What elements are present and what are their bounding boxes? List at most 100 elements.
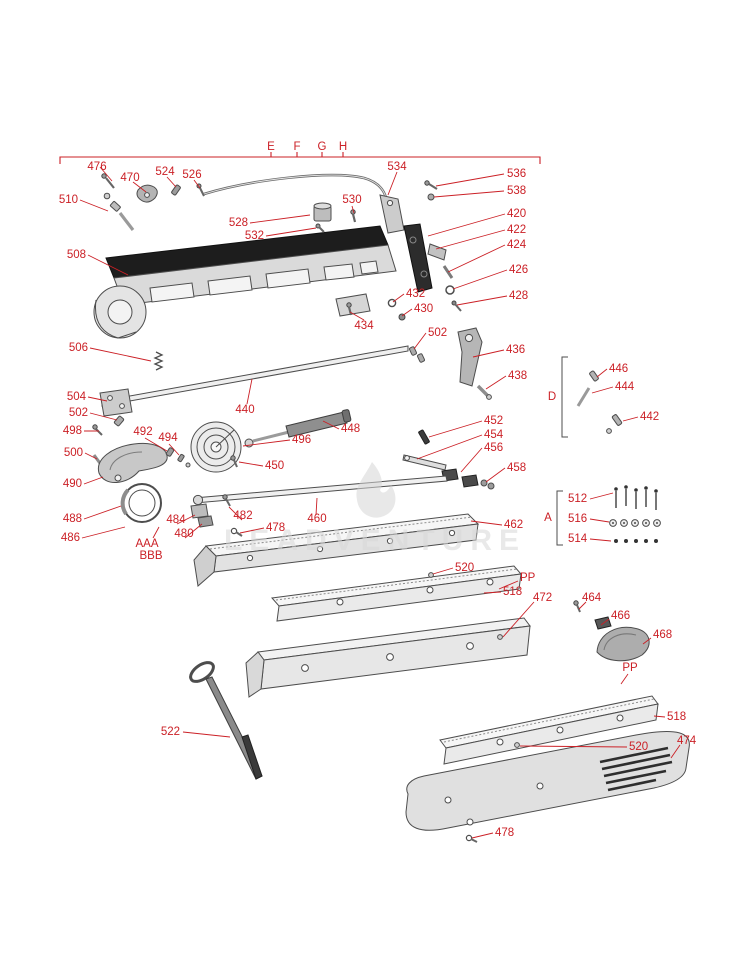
part-434-screw xyxy=(335,293,371,317)
part-502-bushings-right xyxy=(409,346,425,363)
part-476-screw xyxy=(101,173,115,189)
leader-lines xyxy=(79,166,681,839)
group-label-d: D xyxy=(548,391,556,403)
callout-538: 538 xyxy=(507,185,526,197)
part-cable xyxy=(203,173,388,199)
callout-536: 536 xyxy=(507,168,526,180)
callout-440: 440 xyxy=(235,404,254,416)
callout-520-lower: 520 xyxy=(629,741,648,753)
callout-478-lower: 478 xyxy=(495,827,514,839)
callout-484: 484 xyxy=(166,514,186,526)
callout-446: 446 xyxy=(609,363,628,375)
group-a-bracket xyxy=(556,490,563,546)
group-label-a: A xyxy=(544,512,552,524)
section-letter-f: F xyxy=(293,141,300,153)
part-522-tool xyxy=(189,661,263,780)
callout-456: 456 xyxy=(484,442,503,454)
watermark-text: LEADVENTURE xyxy=(224,524,526,557)
part-462-rail xyxy=(193,513,480,587)
callout-510: 510 xyxy=(59,194,78,206)
callout-488: 488 xyxy=(63,513,82,525)
callout-476: 476 xyxy=(87,161,106,173)
callout-470: 470 xyxy=(120,172,139,184)
part-432-washer xyxy=(387,298,397,308)
callout-460: 460 xyxy=(307,513,326,525)
callout-516: 516 xyxy=(568,513,587,525)
callout-490: 490 xyxy=(63,478,82,490)
callout-426: 426 xyxy=(509,264,528,276)
callout-472: 472 xyxy=(533,592,552,604)
callout-528: 528 xyxy=(229,217,248,229)
part-478-screw-upper xyxy=(230,527,243,537)
callout-434: 434 xyxy=(354,320,374,332)
part-422-plate xyxy=(427,243,447,261)
callout-518-lower: 518 xyxy=(667,711,686,723)
callout-450: 450 xyxy=(265,460,284,472)
part-454-link xyxy=(402,454,447,471)
part-426-ring xyxy=(445,285,455,295)
callout-506: 506 xyxy=(69,342,88,354)
watermark-flame-icon xyxy=(356,462,396,518)
part-494-bushing xyxy=(177,453,191,468)
part-456-brackets xyxy=(441,468,479,488)
callout-478-upper: 478 xyxy=(266,522,285,534)
part-498-screw xyxy=(92,424,103,436)
callout-486: 486 xyxy=(61,532,80,544)
part-534-bracket xyxy=(379,194,405,234)
part-428-screw xyxy=(451,300,462,312)
part-464-screw xyxy=(573,600,581,613)
callout-522: 522 xyxy=(161,726,180,738)
part-514-plugs xyxy=(614,539,658,543)
part-506-spring xyxy=(153,351,164,371)
part-438-pin xyxy=(476,384,492,400)
callout-466: 466 xyxy=(611,610,630,622)
callout-518-upper: 518 xyxy=(503,586,522,598)
callout-438: 438 xyxy=(508,370,527,382)
part-450-screw xyxy=(230,455,238,468)
callout-496: 496 xyxy=(292,434,311,446)
callout-432: 432 xyxy=(406,288,425,300)
part-472-panel xyxy=(245,617,531,698)
part-496-pulley xyxy=(190,421,242,473)
part-460-arm xyxy=(192,475,448,506)
callout-498: 498 xyxy=(63,425,82,437)
callout-526: 526 xyxy=(182,169,201,181)
part-538-nut xyxy=(427,193,435,201)
part-444-pin xyxy=(576,387,591,407)
watermark: LEADVENTURE xyxy=(224,462,526,557)
part-502-bushing-left xyxy=(113,415,125,427)
part-436-arm xyxy=(457,327,483,387)
part-492-bushing xyxy=(165,447,175,457)
ref-label-bbb: BBB xyxy=(139,550,162,562)
callout-502-right: 502 xyxy=(428,327,447,339)
callout-422: 422 xyxy=(507,224,526,236)
part-532-screw xyxy=(315,223,325,233)
part-520-screw-upper xyxy=(428,572,434,578)
callout-494: 494 xyxy=(158,432,178,444)
part-518-rail-lower xyxy=(439,695,659,765)
callout-458: 458 xyxy=(507,462,526,474)
callout-482: 482 xyxy=(233,510,252,522)
part-536-screw xyxy=(424,180,438,190)
part-504-bracket xyxy=(99,388,133,417)
part-420-bracket xyxy=(403,223,433,293)
part-452-rollpin xyxy=(418,429,430,445)
part-530-screw xyxy=(350,209,357,223)
part-490-lever xyxy=(97,442,168,483)
callout-492: 492 xyxy=(133,426,152,438)
part-524-spacer xyxy=(171,184,181,196)
callout-464: 464 xyxy=(582,592,602,604)
part-528-cap xyxy=(313,202,332,222)
part-448-damper xyxy=(244,409,352,448)
callout-524: 524 xyxy=(155,166,175,178)
part-440-rod xyxy=(101,345,409,407)
part-458-bushings xyxy=(480,479,495,490)
callout-430: 430 xyxy=(414,303,433,315)
callout-508: 508 xyxy=(67,249,86,261)
ref-label-pp-lower: PP xyxy=(622,662,638,674)
callout-448: 448 xyxy=(341,423,360,435)
part-518-rail-upper xyxy=(271,565,522,622)
part-468-deflector xyxy=(596,627,650,662)
